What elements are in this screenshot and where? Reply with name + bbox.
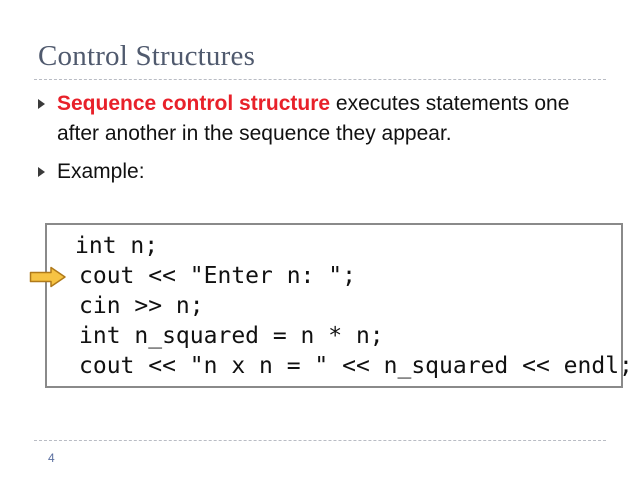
triangle-right-icon (38, 99, 45, 109)
page-number: 4 (48, 451, 55, 465)
code-line: cout << "Enter n: "; (79, 263, 356, 289)
code-line: int n; (75, 233, 159, 259)
code-line: cout << "n x n = " << n_squared << endl; (79, 353, 633, 379)
bullet-text: Example: (57, 160, 145, 183)
arrow-right-icon (29, 266, 66, 288)
slide-title: Control Structures (38, 40, 256, 72)
title-divider (34, 79, 606, 80)
bullet-highlight: Sequence control structure (57, 92, 331, 115)
code-line: int n_squared = n * n; (79, 323, 384, 349)
triangle-right-icon (38, 167, 45, 177)
bullet-example: Example: (38, 157, 598, 187)
code-line: cin >> n; (79, 293, 204, 319)
bullet-text: Sequence control structure executes stat… (57, 89, 598, 149)
code-block: int n; cout << "Enter n: "; cin >> n; in… (45, 223, 633, 388)
footer-divider (34, 440, 606, 441)
bullet-sequence-definition: Sequence control structure executes stat… (38, 89, 598, 149)
bullet-rest: executes statements one after another in… (57, 92, 570, 145)
